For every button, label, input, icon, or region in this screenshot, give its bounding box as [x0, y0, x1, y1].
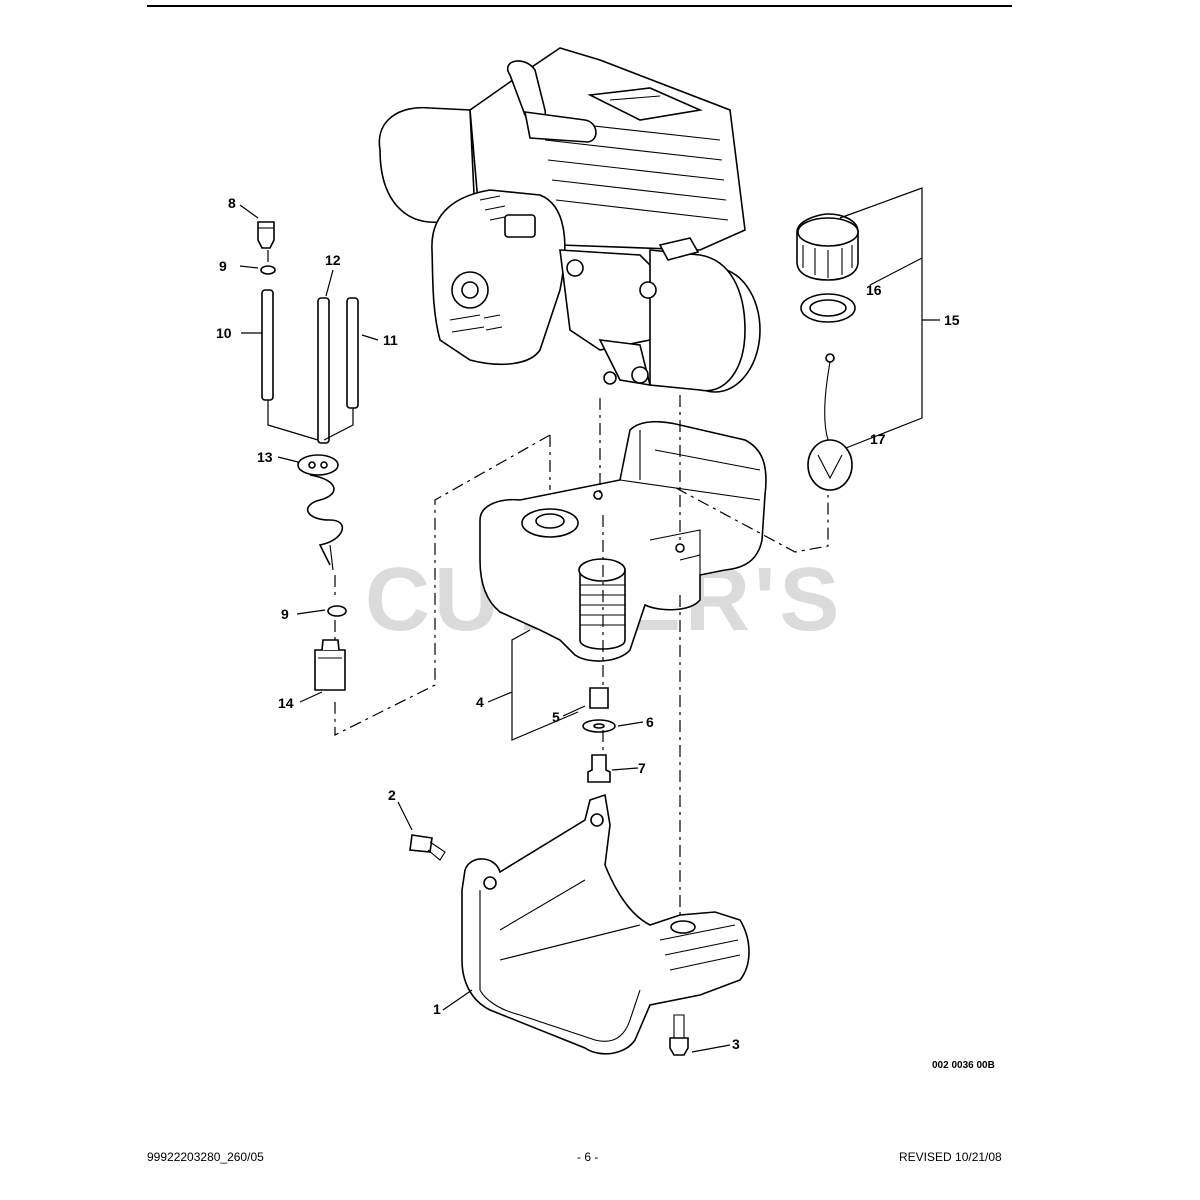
callout-1: 1	[433, 1001, 441, 1017]
callout-12: 12	[325, 252, 341, 268]
handle-base	[461, 793, 750, 1055]
callout-labels: 1 2 3 4 5 6 7 8 9 9 10 11 12 13 14 15 16…	[216, 195, 960, 1052]
callout-3: 3	[732, 1036, 740, 1052]
engine-assembly	[378, 47, 761, 393]
footer-document-number: 99922203280_260/05	[147, 1150, 264, 1164]
callout-16: 16	[866, 282, 882, 298]
callout-17: 17	[870, 431, 886, 447]
callout-4: 4	[476, 694, 484, 710]
fuel-line-parts	[257, 221, 359, 691]
callout-5: 5	[552, 709, 560, 725]
callout-8: 8	[228, 195, 236, 211]
callout-15: 15	[944, 312, 960, 328]
callout-9-upper: 9	[219, 258, 227, 274]
callout-6: 6	[646, 714, 654, 730]
callout-2: 2	[388, 787, 396, 803]
top-rule	[147, 5, 1012, 7]
callout-7: 7	[638, 760, 646, 776]
footer-page-number: - 6 -	[577, 1150, 599, 1164]
hardware-parts	[409, 687, 689, 1056]
assembly-lines	[267, 250, 829, 920]
callout-10: 10	[216, 325, 232, 341]
fuel-cap-assembly	[796, 213, 859, 491]
leader-lines	[239, 187, 940, 1053]
callout-11: 11	[383, 332, 398, 348]
callout-14: 14	[278, 695, 294, 711]
footer-revision-date: REVISED 10/21/08	[899, 1150, 1002, 1164]
callout-13: 13	[257, 449, 273, 465]
fuel-tank	[479, 420, 767, 662]
callout-9-lower: 9	[281, 606, 289, 622]
figure-code: 002 0036 00B	[932, 1060, 995, 1071]
